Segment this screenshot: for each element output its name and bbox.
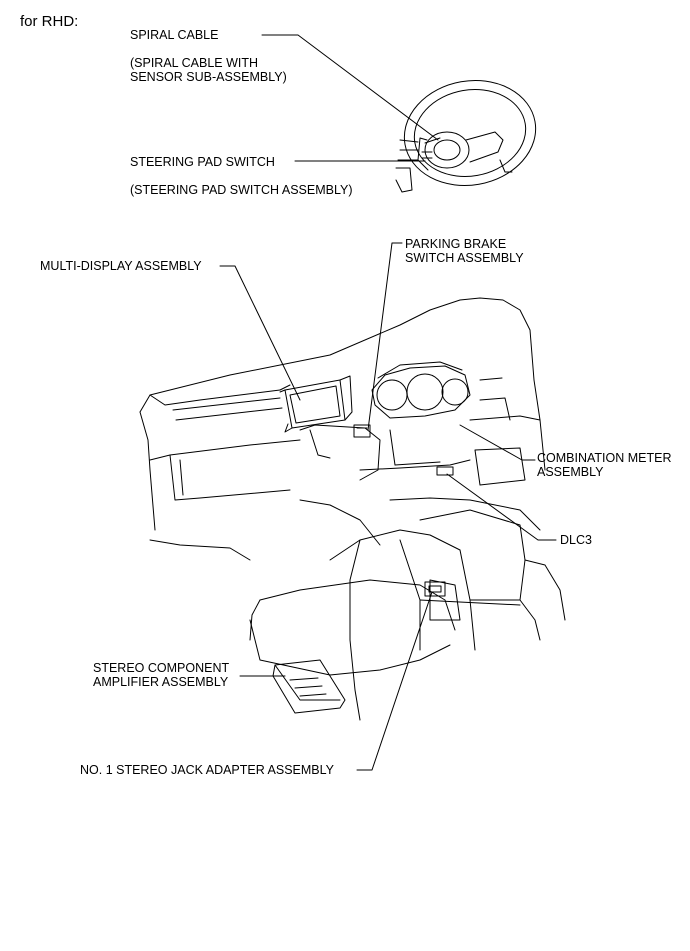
- label-stereo-amp-line2: AMPLIFIER ASSEMBLY: [93, 675, 229, 689]
- steering-wheel-illustration: [395, 80, 537, 193]
- multi-display-illustration: [279, 375, 353, 433]
- label-stereo-amp: STEREO COMPONENT AMPLIFIER ASSEMBLY: [93, 661, 229, 689]
- label-spiral-cable-sub-line1: (SPIRAL CABLE WITH: [130, 56, 259, 70]
- label-parking-brake-line2: SWITCH ASSEMBLY: [405, 251, 524, 265]
- combination-meter-illustration: [371, 361, 471, 419]
- label-stereo-amp-line1: STEREO COMPONENT: [93, 661, 230, 675]
- dashboard-illustration: [139, 297, 566, 641]
- label-combination-meter: COMBINATION METER ASSEMBLY: [537, 451, 672, 479]
- seat-console-illustration: [249, 529, 521, 721]
- label-combination-meter-line2: ASSEMBLY: [537, 465, 604, 479]
- leader-lines: [219, 34, 557, 771]
- stereo-amplifier-illustration: [272, 659, 346, 714]
- stereo-jack-illustration: [424, 581, 446, 597]
- parking-brake-switch-illustration: [353, 424, 371, 438]
- label-steering-pad-switch: STEERING PAD SWITCH: [130, 155, 275, 169]
- label-combination-meter-line1: COMBINATION METER: [537, 451, 672, 465]
- label-parking-brake-line1: PARKING BRAKE: [405, 237, 507, 251]
- label-spiral-cable-sub: (SPIRAL CABLE WITH SENSOR SUB-ASSEMBLY): [130, 56, 287, 84]
- label-dlc3: DLC3: [560, 533, 592, 547]
- dlc3-illustration: [436, 466, 454, 476]
- label-multi-display: MULTI-DISPLAY ASSEMBLY: [40, 259, 202, 273]
- label-stereo-jack: NO. 1 STEREO JACK ADAPTER ASSEMBLY: [80, 763, 335, 777]
- label-spiral-cable: SPIRAL CABLE: [130, 28, 219, 42]
- label-parking-brake: PARKING BRAKE SWITCH ASSEMBLY: [405, 237, 524, 265]
- label-spiral-cable-sub-line2: SENSOR SUB-ASSEMBLY): [130, 70, 287, 84]
- variant-label: for RHD:: [20, 13, 79, 30]
- label-steering-pad-switch-sub: (STEERING PAD SWITCH ASSEMBLY): [130, 183, 353, 197]
